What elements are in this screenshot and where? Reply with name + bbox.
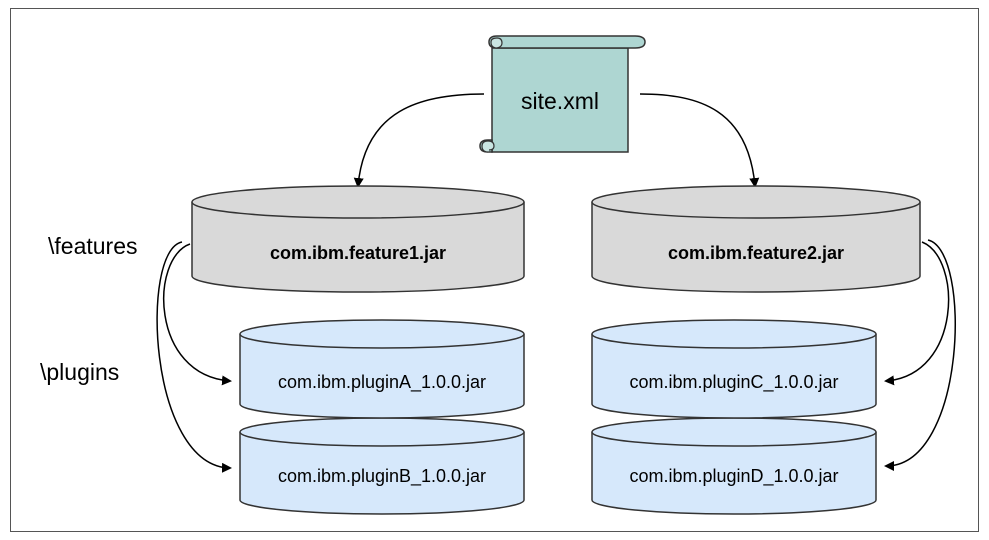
site-xml-scroll-icon: site.xml [479,35,646,153]
pluginD-cylinder: com.ibm.pluginD_1.0.0.jar [591,417,877,515]
features-folder-label: \features [48,233,138,259]
feature2-label: com.ibm.feature2.jar [668,243,844,263]
plugins-folder-label: \plugins [40,359,119,385]
feature1-label: com.ibm.feature1.jar [270,243,446,263]
pluginC-label: com.ibm.pluginC_1.0.0.jar [629,372,838,393]
arrow-feature2-to-pluginD [884,239,956,471]
arrow-feature1-to-pluginB [156,241,232,473]
pluginB-label: com.ibm.pluginB_1.0.0.jar [278,466,486,487]
feature1-cylinder: com.ibm.feature1.jar [191,185,525,293]
arrow-site-to-feature1 [353,93,485,188]
feature2-cylinder: com.ibm.feature2.jar [591,185,921,293]
pluginA-cylinder: com.ibm.pluginA_1.0.0.jar [239,319,525,419]
pluginA-label: com.ibm.pluginA_1.0.0.jar [278,372,486,393]
pluginD-label: com.ibm.pluginD_1.0.0.jar [629,466,838,487]
arrow-feature2-to-pluginC [884,241,950,386]
arrow-site-to-feature2 [639,93,760,188]
pluginB-cylinder: com.ibm.pluginB_1.0.0.jar [239,417,525,515]
site-xml-label: site.xml [521,88,599,114]
pluginC-cylinder: com.ibm.pluginC_1.0.0.jar [591,319,877,419]
arrow-feature1-to-pluginA [163,243,232,386]
